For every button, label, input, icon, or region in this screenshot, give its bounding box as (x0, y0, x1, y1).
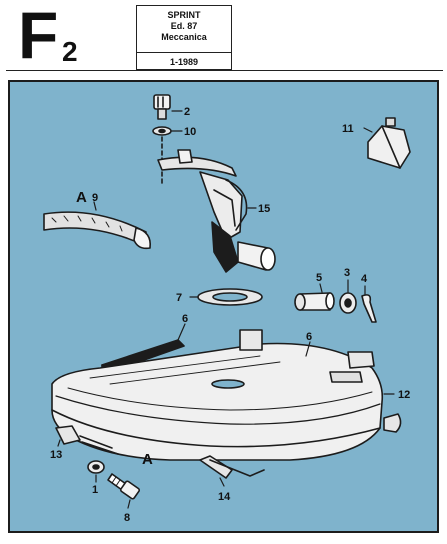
rubber-seal-part-9 (43, 211, 152, 250)
gasket-part-7 (197, 288, 263, 306)
edition-category: Meccanica (161, 32, 207, 42)
strap-part-13 (55, 425, 119, 455)
edition-number: Ed. 87 (170, 21, 198, 31)
split-pin-part-4 (361, 294, 377, 323)
callout-10: 10 (184, 126, 196, 138)
section-letter: F (18, 0, 58, 72)
edition-box: SPRINT Ed. 87 Meccanica 1-1989 (136, 5, 232, 70)
callout-13: 13 (50, 449, 62, 461)
callout-3: 3 (344, 267, 350, 279)
washer-part-3 (339, 292, 357, 314)
callout-6-left: 6 (182, 313, 188, 325)
callout-2: 2 (184, 106, 190, 118)
bracket-part-11 (367, 117, 411, 169)
fuel-tank-part-12 (51, 329, 402, 461)
strap-part-14 (199, 455, 265, 479)
callout-A-top: A (76, 189, 87, 206)
callout-9: 9 (92, 192, 98, 204)
callout-12: 12 (398, 389, 410, 401)
screw-part-2 (153, 94, 171, 120)
callout-6-right: 6 (306, 331, 312, 343)
header-rule (6, 70, 443, 71)
washer-part-10 (152, 126, 172, 136)
callout-4: 4 (361, 273, 368, 285)
callout-A-bottom: A (142, 451, 153, 468)
fuel-sender-part-15 (157, 149, 276, 273)
edition-date: 1-1989 (169, 57, 199, 67)
leader-lines (57, 110, 395, 509)
callout-15: 15 (258, 203, 270, 215)
washer-part-1 (87, 460, 105, 474)
section-number: 2 (62, 36, 78, 67)
callout-14: 14 (218, 491, 231, 503)
edition-model: SPRINT (167, 10, 201, 20)
callout-5: 5 (316, 272, 322, 284)
bolt-part-8 (107, 473, 141, 500)
callout-11: 11 (342, 123, 354, 135)
edition-divider (137, 52, 231, 53)
bushing-part-5 (294, 292, 335, 311)
callout-7: 7 (176, 292, 182, 304)
callout-1: 1 (92, 484, 98, 496)
callout-8: 8 (124, 512, 130, 524)
